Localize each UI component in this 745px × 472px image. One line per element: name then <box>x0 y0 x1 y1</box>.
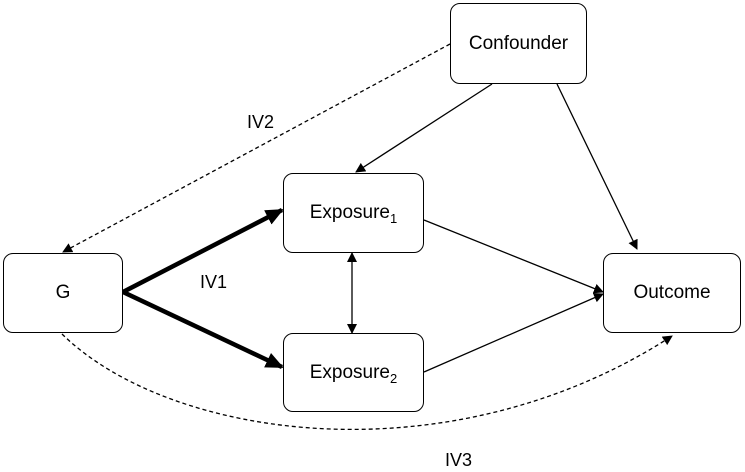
node-g-label: G <box>55 282 71 303</box>
edge-exposure1-outcome <box>423 219 604 294</box>
node-exposure1-subscript: 1 <box>390 211 398 226</box>
node-outcome: Outcome <box>603 253 741 333</box>
edge-g-outcome-iv3 <box>61 333 673 430</box>
edge-g-exposure1 <box>121 208 284 294</box>
node-confounder: Confounder <box>450 3 587 84</box>
node-exposure2-base: Exposure <box>309 361 391 383</box>
node-exposure2-label: Exposure2 <box>309 361 398 386</box>
edge-label-iv3: IV3 <box>445 450 473 470</box>
edge-confounder-outcome <box>556 83 638 250</box>
node-g: G <box>3 253 123 333</box>
node-exposure1-base: Exposure <box>309 202 391 223</box>
edge-label-iv1: IV1 <box>200 272 228 292</box>
edge-label-iv2: IV2 <box>247 112 275 132</box>
node-confounder-label: Confounder <box>468 32 569 54</box>
node-exposure1-label: Exposure1 <box>309 202 398 226</box>
node-exposure2-subscript: 2 <box>390 370 398 386</box>
edge-confounder-g-iv2 <box>62 43 451 253</box>
edge-g-exposure2 <box>122 289 284 370</box>
node-exposure1: Exposure1 <box>283 173 424 253</box>
node-outcome-label: Outcome <box>633 282 711 303</box>
node-exposure2: Exposure2 <box>283 333 424 412</box>
edge-exposure2-outcome <box>423 293 604 373</box>
edge-confounder-exposure1 <box>355 83 493 173</box>
